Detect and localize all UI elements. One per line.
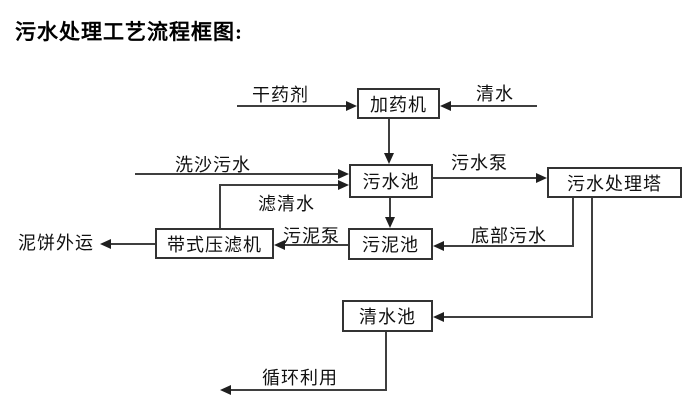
arrowhead-icon <box>100 239 111 249</box>
edge-sludge-pump-line <box>285 244 348 246</box>
edge-sewage-pump-line <box>433 177 536 179</box>
arrowhead-icon <box>433 241 444 251</box>
edge-mud-cake-line <box>111 243 155 245</box>
node-sludge-pool: 污泥池 <box>348 228 433 260</box>
arrowhead-icon <box>338 169 349 179</box>
node-sewage-pool: 污水池 <box>349 164 433 198</box>
edge-tower-to-clearpool-vline <box>591 198 593 318</box>
flow-label-sand-washing-sewage: 洗沙污水 <box>175 155 251 175</box>
node-belt-filter-press: 带式压滤机 <box>155 228 274 259</box>
flow-label-filtered-clear-water: 滤清水 <box>258 194 315 214</box>
arrowhead-icon <box>384 153 394 164</box>
edge-dosing-to-sewage-line <box>388 119 390 154</box>
flow-label-sludge-pump: 污泥泵 <box>283 226 340 246</box>
edge-dry-agent-line <box>237 105 346 107</box>
node-clear-water-pool: 清水池 <box>342 300 433 332</box>
edge-recycling-hline <box>231 389 387 391</box>
edge-filtered-water-hline <box>219 184 338 186</box>
arrowhead-icon <box>220 385 231 395</box>
flow-label-recycling-use: 循环利用 <box>262 368 338 388</box>
edge-filtered-water-vline <box>219 184 221 228</box>
flow-label-bottom-sewage: 底部污水 <box>471 226 547 246</box>
flow-label-dry-agent: 干药剂 <box>252 85 309 105</box>
edge-bottom-sewage-vline <box>572 198 574 247</box>
flow-label-clear-water: 清水 <box>476 84 514 104</box>
edge-sewage-to-sludge-line <box>389 198 391 218</box>
edge-bottom-sewage-hline <box>444 245 574 247</box>
arrowhead-icon <box>433 312 444 322</box>
edge-tower-to-clearpool-hline <box>444 316 593 318</box>
arrowhead-icon <box>385 217 395 228</box>
edge-recycling-vline <box>385 332 387 391</box>
arrowhead-icon <box>536 173 547 183</box>
flow-label-mud-cake-out: 泥饼外运 <box>18 233 94 253</box>
arrowhead-icon <box>274 240 285 250</box>
page-title: 污水处理工艺流程框图: <box>15 20 243 44</box>
node-dosing-machine: 加药机 <box>357 88 440 119</box>
edge-clear-water-line <box>451 105 537 107</box>
node-sewage-treatment-tower: 污水处理塔 <box>547 167 682 198</box>
edge-sand-washing-line <box>135 173 338 175</box>
arrowhead-icon <box>338 180 349 190</box>
flow-label-sewage-pump: 污水泵 <box>451 153 508 173</box>
arrowhead-icon <box>346 101 357 111</box>
arrowhead-icon <box>440 101 451 111</box>
